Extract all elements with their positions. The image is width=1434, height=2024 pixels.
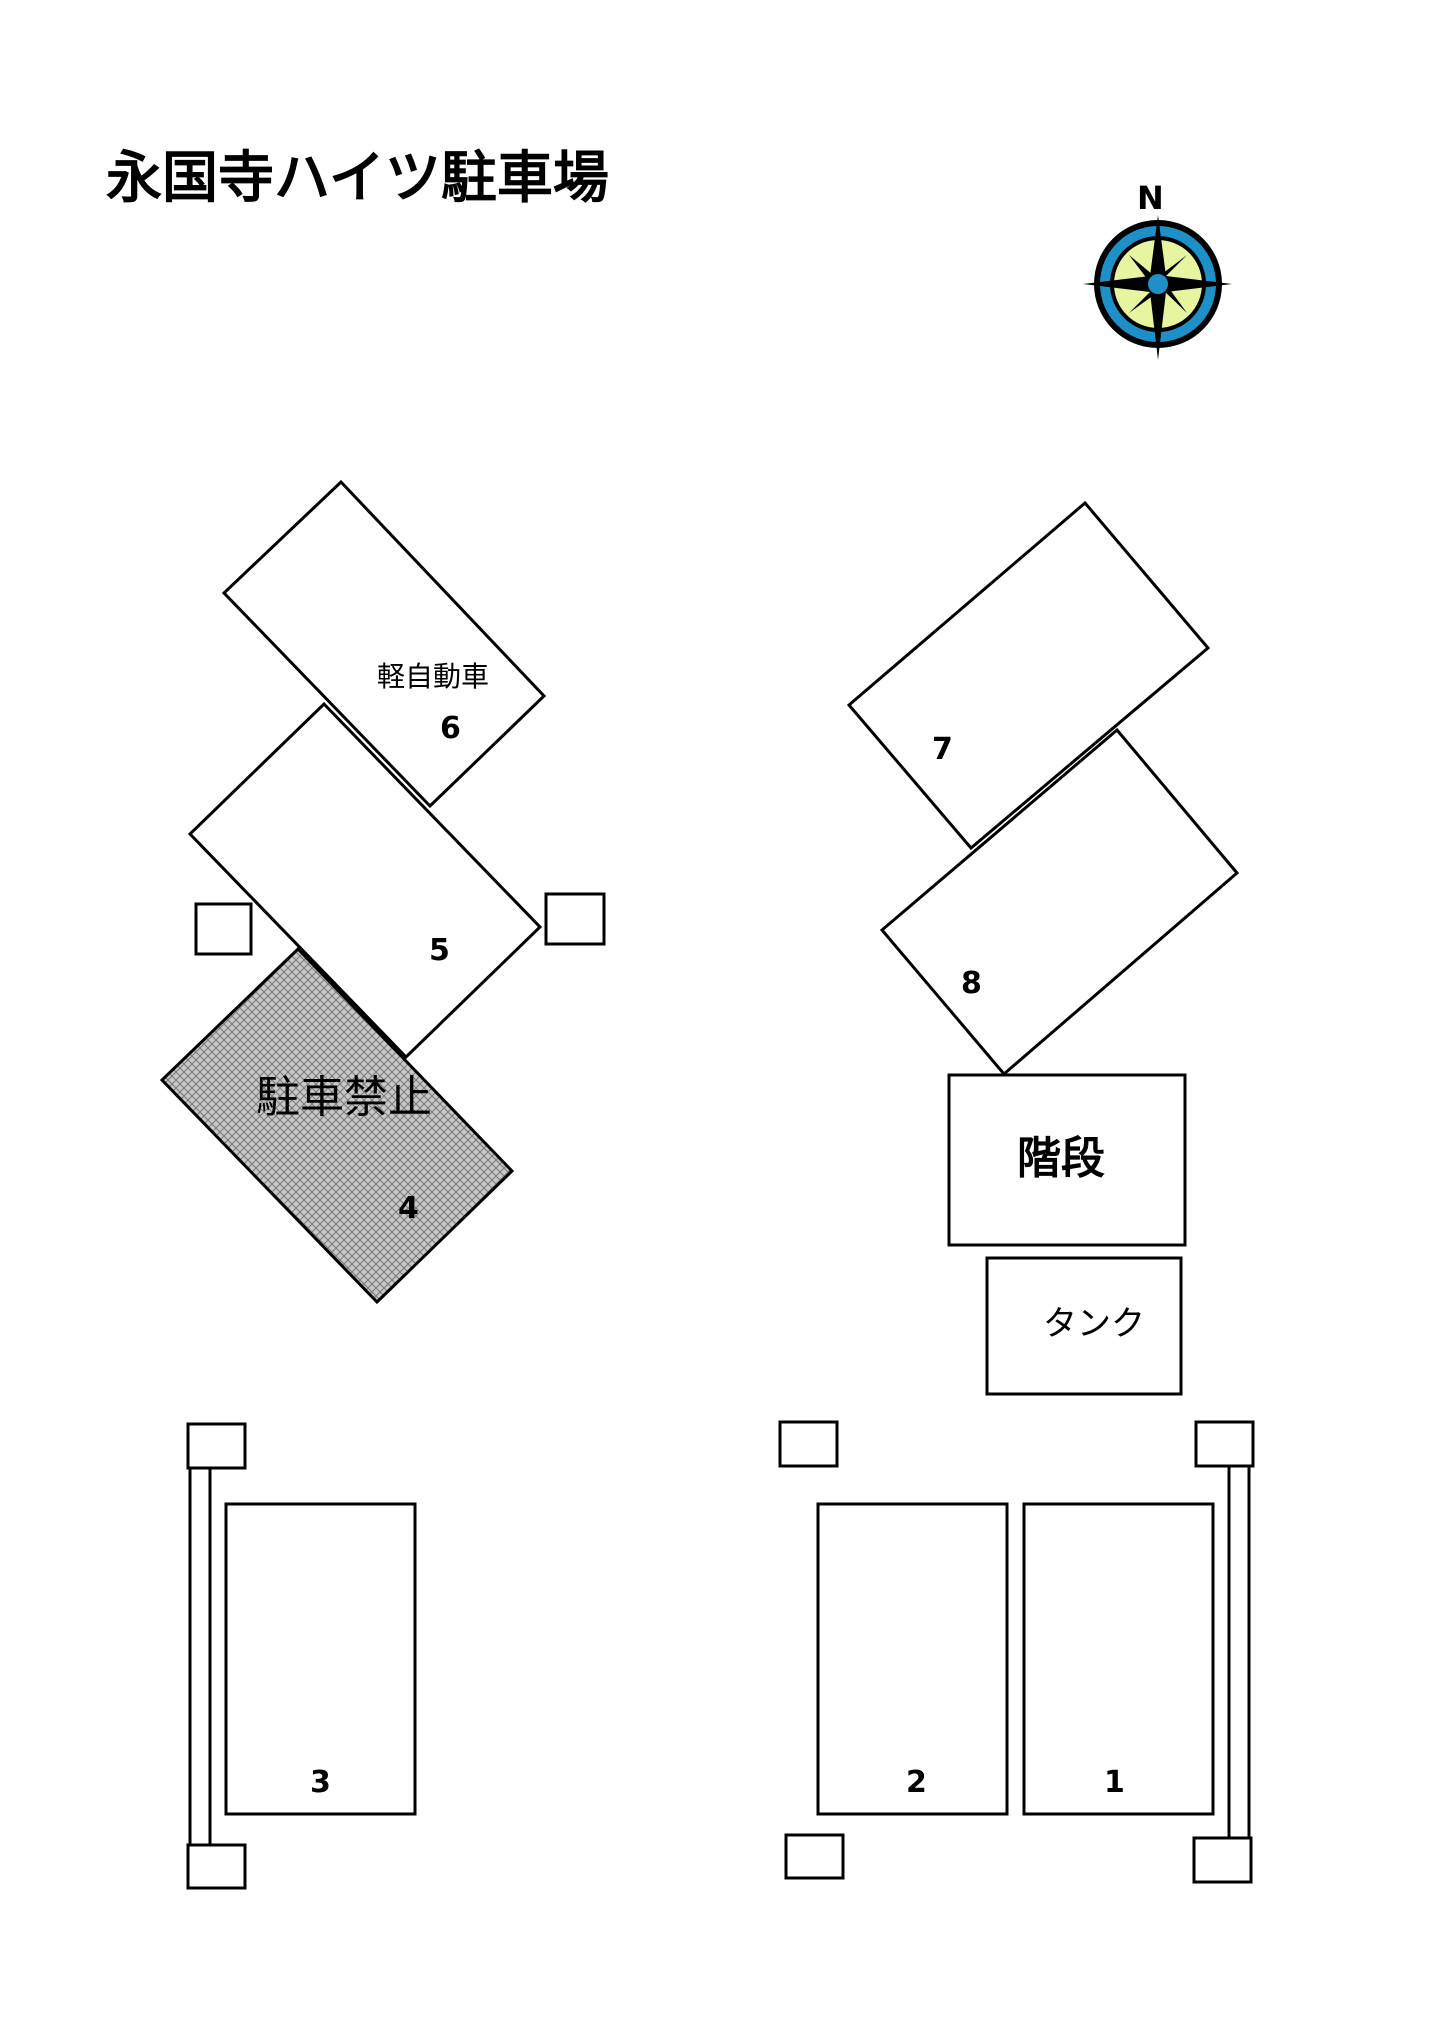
kei-car-label: 軽自動車	[377, 660, 489, 693]
page-title: 永国寺ハイツ駐車場	[106, 146, 609, 211]
post-marker	[1192, 1836, 1253, 1884]
post-marker	[186, 1422, 247, 1470]
post-marker	[778, 1420, 839, 1468]
tank-box: タンク	[985, 1256, 1183, 1396]
compass-north-label: N	[1137, 179, 1164, 217]
tank-label: タンク	[1043, 1304, 1145, 1344]
space-number-3: 3	[310, 1765, 333, 1800]
compass-rose-icon: N	[1083, 179, 1232, 360]
parking-space-5: 5	[187, 701, 543, 1060]
stairs-label: 階段	[1017, 1133, 1105, 1184]
space-number-5: 5	[429, 933, 452, 968]
rail	[188, 1464, 212, 1862]
post-marker	[784, 1833, 845, 1880]
no-parking-label: 駐車禁止	[256, 1072, 432, 1123]
parking-space-1: 1	[1022, 1502, 1215, 1816]
space-number-2: 2	[906, 1765, 929, 1800]
parking-space-7: 7	[846, 500, 1211, 851]
space-number-4: 4	[398, 1191, 421, 1226]
post-marker	[186, 1843, 247, 1890]
space-number-1: 1	[1104, 1765, 1127, 1800]
space-number-7: 7	[932, 732, 955, 767]
rail-right	[1192, 1420, 1255, 1884]
space-number-8: 8	[961, 966, 984, 1001]
post-marker	[544, 892, 606, 946]
parking-space-3: 3	[186, 1422, 417, 1890]
parking-space-4-no-parking: 駐車禁止 4	[159, 946, 515, 1305]
post-marker	[194, 902, 253, 956]
rail	[1227, 1464, 1251, 1884]
parking-space-2: 2	[816, 1502, 1009, 1816]
space-number-6: 6	[440, 711, 463, 746]
parking-space-6: 軽自動車 6	[221, 479, 547, 809]
stairs-box: 階段	[947, 1073, 1187, 1247]
post-marker	[1194, 1420, 1255, 1468]
